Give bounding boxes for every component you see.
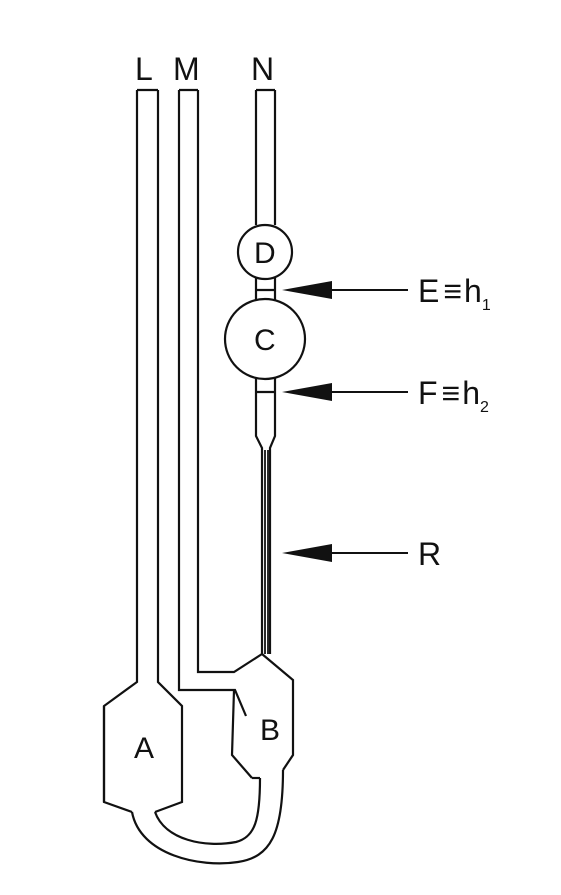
arrow-R [282, 544, 408, 562]
label-F-equiv: ≡ [442, 375, 461, 411]
label-E: E≡h1 [418, 273, 491, 314]
tube-L [102, 88, 184, 814]
capillary-R [254, 395, 277, 654]
label-F: F≡h2 [418, 375, 489, 416]
label-D: D [254, 237, 276, 270]
bulb-B [230, 653, 295, 780]
label-N: N [251, 51, 274, 87]
arrow-F [282, 383, 408, 401]
label-A: A [134, 732, 154, 765]
label-F-letter: F [418, 375, 438, 411]
bulb-D [236, 223, 294, 281]
tube-M [177, 88, 263, 717]
u-bend [130, 769, 285, 865]
label-L: L [135, 51, 153, 87]
label-E-var: h [464, 273, 482, 309]
neck-F [254, 378, 277, 395]
tube-N [254, 88, 277, 225]
label-E-equiv: ≡ [443, 273, 462, 309]
label-R: R [418, 536, 441, 572]
label-F-var: h [462, 375, 480, 411]
label-E-sub: 1 [482, 297, 491, 314]
label-C: C [254, 324, 276, 357]
label-E-letter: E [418, 273, 439, 309]
label-M: M [173, 51, 200, 87]
neck-E [254, 277, 277, 300]
bulb-C [223, 297, 307, 381]
label-F-sub: 2 [480, 399, 489, 416]
label-B: B [260, 714, 280, 747]
arrow-E [282, 281, 408, 299]
